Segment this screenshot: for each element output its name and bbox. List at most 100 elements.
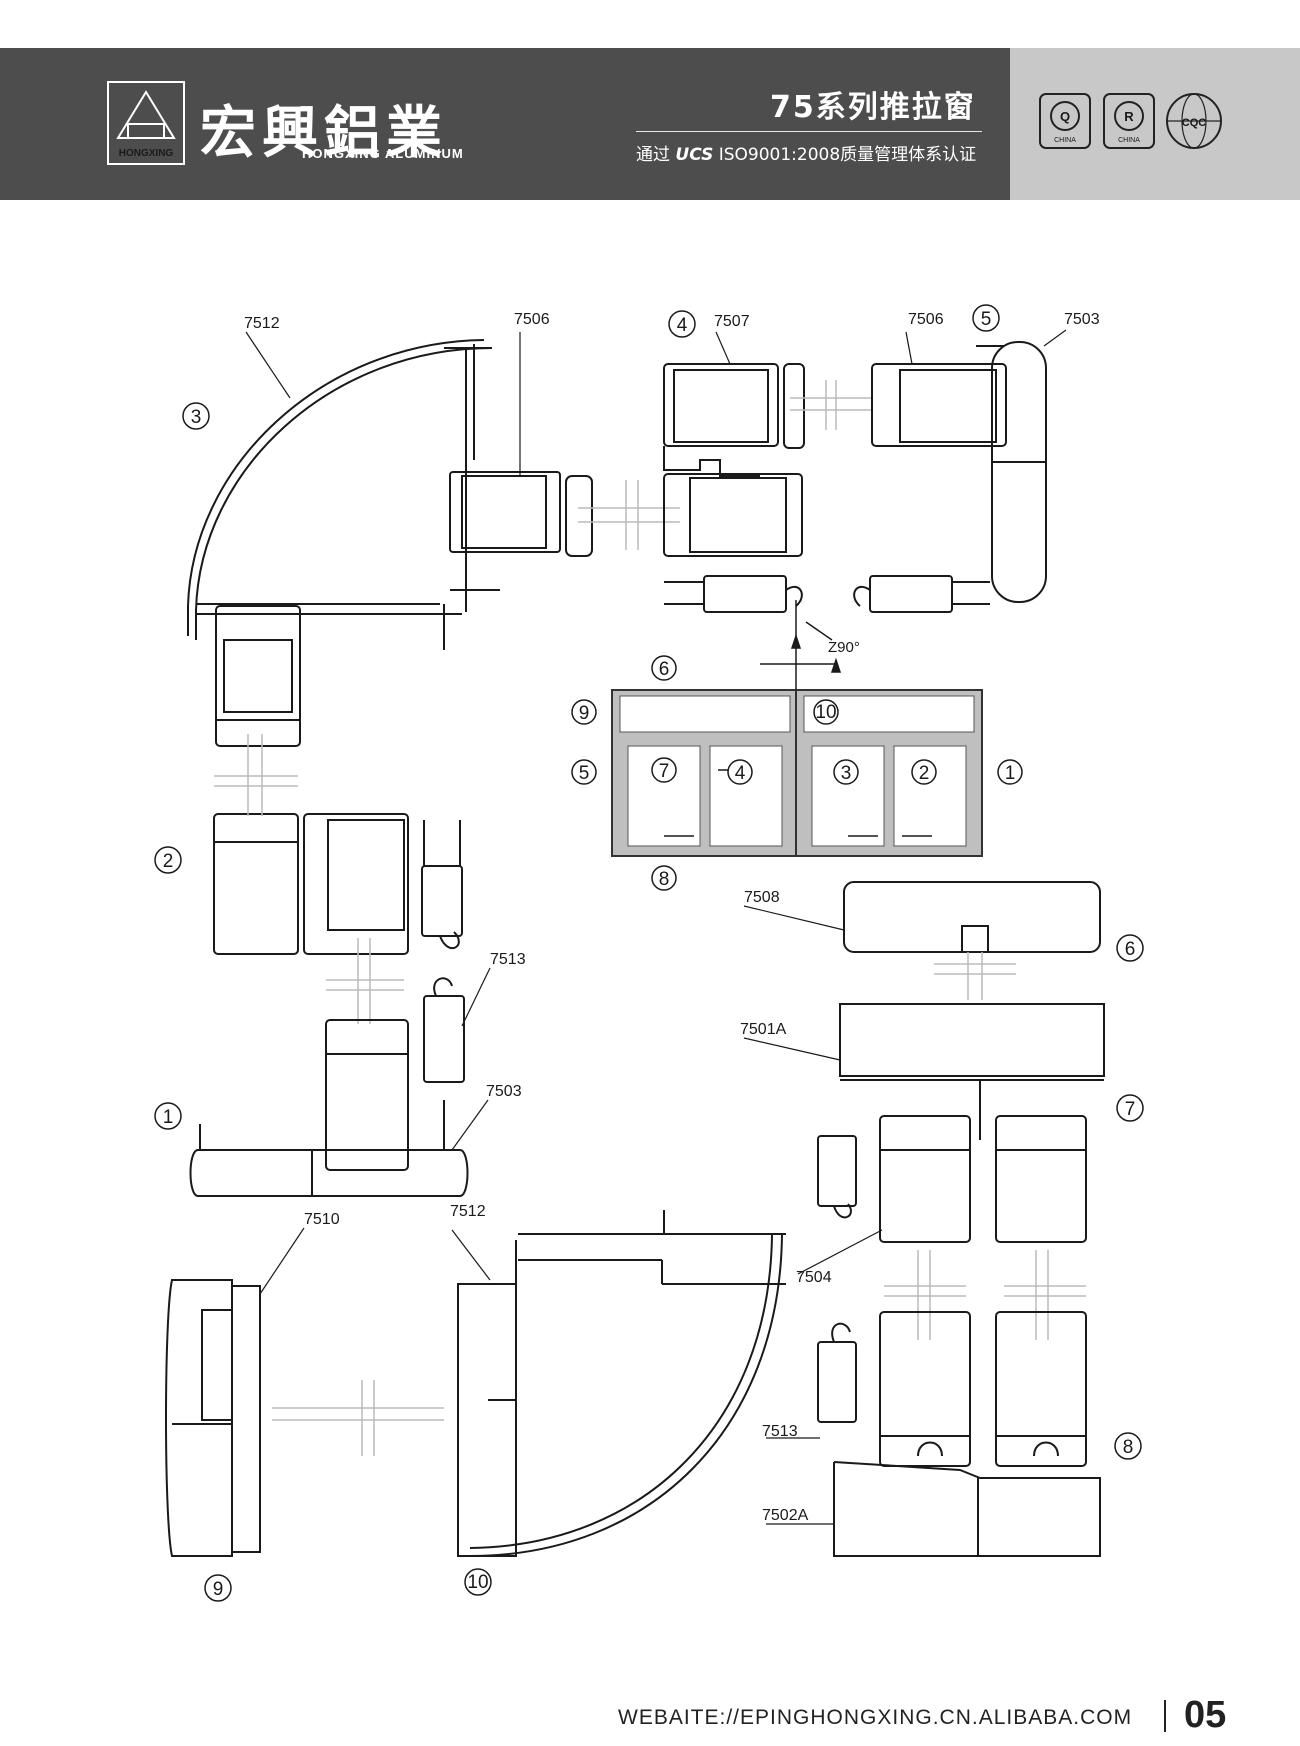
- part-label-7501a: 7501A: [740, 1021, 787, 1038]
- elevation-marker-7: 7: [651, 757, 677, 783]
- elevation-marker-5: 5: [571, 759, 597, 785]
- svg-text:2: 2: [163, 851, 174, 872]
- glass-bead-connector: [790, 380, 872, 430]
- elevation-marker-9: 9: [571, 699, 597, 725]
- glass-bead-connector: [934, 952, 1016, 1000]
- section-marker-2: 2: [154, 846, 182, 874]
- glass-bead-connector: [214, 734, 404, 1024]
- part-label-7513-bottom: 7513: [762, 1423, 798, 1440]
- svg-text:1: 1: [1005, 763, 1016, 784]
- section-marker-7: 7: [1116, 1094, 1144, 1122]
- part-label-7506-right: 7506: [908, 311, 944, 328]
- svg-text:10: 10: [815, 702, 836, 723]
- svg-text:4: 4: [677, 315, 688, 336]
- section-marker-6: 6: [1116, 934, 1144, 962]
- cert-prefix: 通过: [636, 145, 670, 165]
- svg-text:7: 7: [659, 761, 670, 782]
- hongxing-logo-icon: HONGXING: [107, 81, 185, 165]
- page-number: 05: [1184, 1694, 1227, 1736]
- brand-name-cn: 宏興鋁業: [200, 101, 448, 166]
- cert-badges: Q CHINA R CHINA CQC: [1039, 93, 1222, 149]
- elevation-marker-3: 3: [833, 759, 859, 785]
- section-8-bottom-frame-profile: [817, 1311, 1101, 1557]
- section-marker-5: 5: [972, 304, 1000, 332]
- window-elevation-diagram: Z90°: [611, 600, 983, 857]
- svg-text:6: 6: [1125, 939, 1136, 960]
- part-label-7510: 7510: [304, 1211, 340, 1228]
- svg-text:10: 10: [467, 1572, 488, 1593]
- svg-text:5: 5: [579, 763, 590, 784]
- svg-text:8: 8: [1123, 1437, 1134, 1458]
- part-label-7503-top: 7503: [1064, 311, 1100, 328]
- section-5-side-frame-profile: [853, 341, 1047, 613]
- part-label-7512-bottom: 7512: [450, 1203, 486, 1220]
- footer-divider: [1164, 1700, 1166, 1732]
- header-divider: [636, 131, 982, 132]
- section-9-side-frame-profile: [165, 1279, 261, 1557]
- section-marker-9: 9: [204, 1574, 232, 1602]
- section-6-top-frame-profile: [843, 881, 1101, 953]
- svg-text:3: 3: [191, 407, 202, 428]
- section-marker-4: 4: [668, 310, 696, 338]
- q-badge-caption: CHINA: [1054, 137, 1076, 144]
- svg-text:9: 9: [579, 703, 590, 724]
- part-label-7504: 7504: [796, 1269, 832, 1286]
- svg-text:5: 5: [981, 309, 992, 330]
- svg-text:3: 3: [841, 763, 852, 784]
- svg-text:4: 4: [735, 763, 746, 784]
- cqc-globe-badge-icon: CQC: [1166, 93, 1222, 149]
- svg-text:7: 7: [1125, 1099, 1136, 1120]
- elevation-marker-6: 6: [651, 655, 677, 681]
- section-7-top-sash-profile: [817, 1003, 1105, 1243]
- q-china-badge-icon: Q CHINA: [1039, 93, 1091, 149]
- part-labels: 7512 7506 7507 7506 7503 7508 7501A 7513…: [244, 311, 1100, 1524]
- r-badge-caption: CHINA: [1118, 137, 1140, 144]
- elevation-marker-2: 2: [911, 759, 937, 785]
- section-4-interlock-profile: [663, 363, 805, 613]
- header-banner: HONGXING 宏興鋁業 HONGXING ALUMINUM 75系列推拉窗 …: [0, 48, 1300, 200]
- cqc-badge-text: CQC: [1182, 117, 1207, 129]
- part-label-7506-top: 7506: [514, 311, 550, 328]
- elevation-marker-4: 4: [727, 759, 753, 785]
- r-china-badge-icon: R CHINA: [1103, 93, 1155, 149]
- svg-text:6: 6: [659, 659, 670, 680]
- section-10-corner-profile: [457, 1210, 786, 1557]
- section-1-side-frame-profile: [189, 977, 469, 1197]
- r-badge-letter: R: [1124, 109, 1134, 124]
- footer-website: WEBAITE://EPINGHONGXING.CN.ALIBABA.COM: [618, 1706, 1133, 1729]
- elevation-markers: 6 9 10 5 7 4 3 2 1 8: [571, 655, 1023, 891]
- section-marker-10: 10: [464, 1568, 492, 1596]
- q-badge-letter: Q: [1060, 109, 1070, 124]
- glass-bead-connector: [884, 1250, 1086, 1340]
- section-2-sash-profile: [213, 813, 463, 955]
- part-label-7503-mid: 7503: [486, 1083, 522, 1100]
- svg-text:2: 2: [919, 763, 930, 784]
- part-label-7507: 7507: [714, 313, 750, 330]
- cert-badge-panel: Q CHINA R CHINA CQC: [1010, 48, 1300, 200]
- series-title: 75系列推拉窗: [770, 90, 976, 125]
- elevation-marker-10: 10: [813, 699, 839, 725]
- svg-text:8: 8: [659, 869, 670, 890]
- leader-lines: [245, 329, 1067, 1525]
- part-label-7508: 7508: [744, 889, 780, 906]
- logo-text: HONGXING: [119, 148, 174, 159]
- part-label-7512-top: 7512: [244, 315, 280, 332]
- certification-text: 通过 UCS ISO9001:2008质量管理体系认证: [636, 140, 976, 165]
- svg-text:9: 9: [213, 1579, 224, 1600]
- glass-bead-connector: [272, 1380, 444, 1456]
- part-label-7513-mid: 7513: [490, 951, 526, 968]
- section-marker-3: 3: [182, 402, 210, 430]
- section-marker-8: 8: [1114, 1432, 1142, 1460]
- angle-label: Z90°: [828, 639, 860, 656]
- section-marker-1: 1: [154, 1102, 182, 1130]
- elevation-marker-8: 8: [651, 865, 677, 891]
- ucs-logo-text: UCS: [675, 145, 714, 165]
- section-3-corner-profile: [187, 339, 593, 747]
- svg-text:1: 1: [163, 1107, 174, 1128]
- elevation-marker-1: 1: [997, 759, 1023, 785]
- cert-suffix: ISO9001:2008质量管理体系认证: [718, 145, 977, 165]
- part-label-7502a: 7502A: [762, 1507, 809, 1524]
- section-markers: 3 4 5 2 1 6 7 8 9 10: [154, 304, 1144, 1602]
- brand-name-en: HONGXING ALUMINUM: [302, 146, 464, 161]
